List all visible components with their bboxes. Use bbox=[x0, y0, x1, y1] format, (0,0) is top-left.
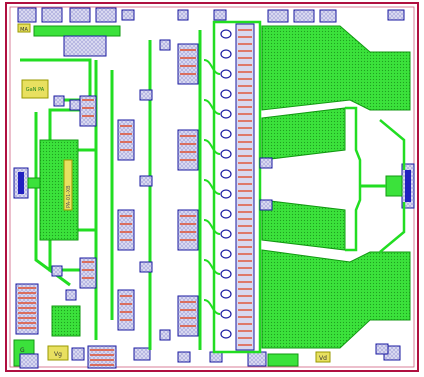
pad-vg-label: Vg bbox=[54, 351, 62, 358]
top-cap bbox=[63, 35, 107, 57]
pad-vd-label: Vd bbox=[319, 355, 327, 362]
bottom-pads: Vg Vd bbox=[19, 345, 401, 369]
pad-top-7 bbox=[213, 9, 227, 21]
output-combiner bbox=[259, 25, 411, 355]
pad-top-4 bbox=[95, 7, 117, 23]
die-id-box bbox=[17, 23, 31, 33]
pad-top-5 bbox=[121, 9, 135, 21]
chip-mark: GaN PA bbox=[26, 87, 45, 93]
vertical-mark: PA-01-XB bbox=[66, 185, 72, 208]
pad-top-10 bbox=[319, 9, 337, 23]
pad-top-9 bbox=[293, 9, 315, 23]
pad-top-2 bbox=[41, 7, 63, 23]
die-id-top: MA bbox=[20, 27, 28, 33]
pad-top-11 bbox=[387, 9, 405, 21]
pad-top-6 bbox=[177, 9, 189, 21]
corner-label: G bbox=[20, 347, 25, 354]
left-bottom-stack: G bbox=[13, 283, 39, 367]
pad-top-3 bbox=[69, 7, 91, 23]
pad-top-1 bbox=[17, 7, 37, 23]
stage-3 bbox=[203, 20, 262, 354]
stage-2 bbox=[139, 30, 202, 350]
pad-top-8 bbox=[267, 9, 289, 23]
top-pads bbox=[17, 7, 405, 23]
top-strip bbox=[33, 25, 121, 37]
left-bias-network: GaN PA PA-01-XB bbox=[13, 58, 98, 337]
stage-1 bbox=[79, 60, 135, 340]
